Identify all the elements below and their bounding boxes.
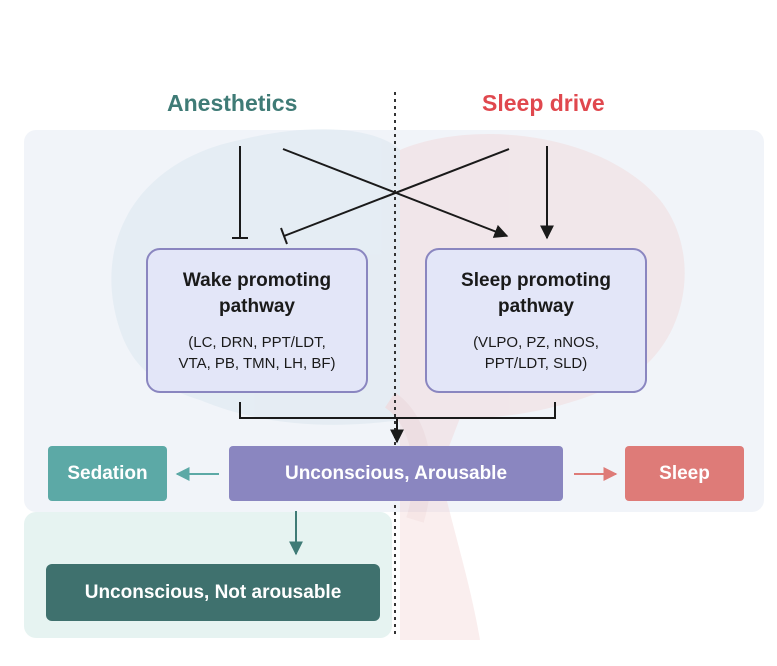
sleepdrive-inhibit-wake-bar [280, 227, 288, 245]
sleep-box: Sleep [625, 446, 744, 501]
sleep-pathway-title-line2: pathway [497, 296, 575, 317]
wake-pathway-nuclei: (LC, DRN, PPT/LDT, VTA, PB, TMN, LH, BF) [148, 332, 366, 374]
sedation-box: Sedation [48, 446, 167, 501]
pathway-merge-bracket [239, 402, 556, 419]
wake-pathway-title-line2: pathway [218, 296, 296, 317]
sleep-drive-heading: Sleep drive [482, 90, 605, 116]
wake-pathway-title-line1: Wake promoting [182, 270, 332, 291]
sleep-promoting-pathway-box: Sleep promoting pathway (VLPO, PZ, nNOS,… [425, 248, 647, 393]
sleep-nuclei-line1: (VLPO, PZ, nNOS, [473, 334, 599, 351]
anesthetics-heading: Anesthetics [167, 90, 298, 116]
sleep-pathway-nuclei: (VLPO, PZ, nNOS, PPT/LDT, SLD) [427, 332, 645, 374]
unconscious-not-arousable-box: Unconscious, Not arousable [46, 564, 380, 621]
sleepdrive-inhibit-wake-line [283, 148, 510, 237]
unconscious-arousable-box: Unconscious, Arousable [229, 446, 563, 501]
sleep-pathway-title-line1: Sleep promoting [461, 270, 611, 291]
wake-pathway-title: Wake promoting pathway [148, 268, 366, 320]
wake-nuclei-line2: VTA, PB, TMN, LH, BF) [178, 355, 336, 372]
wake-promoting-pathway-box: Wake promoting pathway (LC, DRN, PPT/LDT… [146, 248, 368, 393]
sleep-nuclei-line2: PPT/LDT, SLD) [484, 355, 588, 372]
main-panel [24, 130, 764, 512]
sleep-pathway-title: Sleep promoting pathway [427, 268, 645, 320]
wake-nuclei-line1: (LC, DRN, PPT/LDT, [188, 334, 326, 351]
